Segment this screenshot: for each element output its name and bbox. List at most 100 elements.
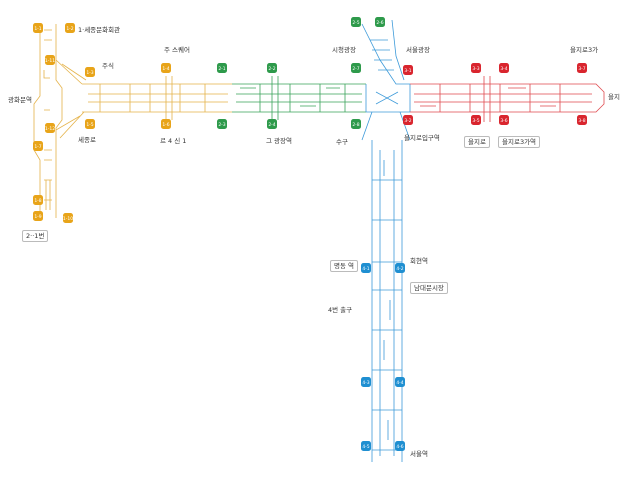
green-corridor (232, 76, 366, 120)
exit-marker-label: 1-8 (34, 198, 41, 204)
exit-marker-label: 4-1 (362, 266, 369, 272)
exit-marker-badge (403, 115, 413, 125)
exit-marker-red[interactable]: 3-1 (403, 65, 413, 75)
label-east-top: 을지로3가 (570, 46, 599, 54)
exit-marker-label: 2-5 (352, 20, 359, 26)
red-corridor (410, 76, 605, 122)
label-mid-bottom-yellow: 르 4 신 1 (160, 137, 187, 145)
exit-marker-green[interactable]: 2-1 (217, 63, 227, 73)
exit-marker-label: 4-2 (396, 266, 403, 272)
label-south-right-1: 회현역 (410, 257, 428, 265)
label-south-bottom: 서울역 (410, 450, 428, 458)
label-east-right: 을지 (608, 93, 620, 101)
exit-marker-yellow[interactable]: 1-1 (33, 23, 43, 33)
exit-marker-label: 2-8 (352, 122, 359, 128)
exit-marker-yellow[interactable]: 1-3 (85, 67, 95, 77)
exit-marker-badge (85, 119, 95, 129)
exit-marker-yellow[interactable]: 1-11 (45, 55, 55, 65)
exit-marker-badge (403, 65, 413, 75)
exit-marker-label: 3-2 (404, 118, 411, 124)
exit-marker-label: 2-3 (218, 122, 225, 128)
exit-marker-label: 1-9 (34, 214, 41, 220)
exit-marker-blue[interactable]: 4-1 (361, 263, 371, 273)
exit-marker-badge (161, 63, 171, 73)
exit-marker-label: 3-4 (500, 66, 507, 72)
exit-marker-green[interactable]: 2-8 (351, 119, 361, 129)
exit-marker-blue[interactable]: 4-5 (361, 441, 371, 451)
exit-marker-badge (577, 115, 587, 125)
exit-marker-green[interactable]: 2-2 (267, 63, 277, 73)
exit-marker-blue[interactable]: 4-2 (395, 263, 405, 273)
exit-marker-badge (351, 119, 361, 129)
exit-marker-label: 4-6 (396, 444, 403, 450)
exit-marker-red[interactable]: 3-5 (471, 115, 481, 125)
exit-marker-label: 1-12 (45, 126, 55, 132)
exit-marker-badge (577, 63, 587, 73)
exit-marker-yellow[interactable]: 1-6 (161, 119, 171, 129)
label-south-left-2: 4번 출구 (328, 306, 353, 314)
exit-marker-badge (471, 63, 481, 73)
yellow-corridor (33, 24, 232, 218)
exit-marker-yellow[interactable]: 1-12 (45, 123, 55, 133)
exit-marker-yellow[interactable]: 1-10 (63, 213, 73, 223)
exit-marker-red[interactable]: 3-4 (499, 63, 509, 73)
exit-marker-label: 1-1 (34, 26, 41, 32)
exit-marker-label: 3-3 (472, 66, 479, 72)
exit-marker-yellow[interactable]: 1-2 (65, 23, 75, 33)
exit-marker-yellow[interactable]: 1-9 (33, 211, 43, 221)
label-west-side: 광화문역 (8, 96, 32, 104)
exit-marker-badge (217, 63, 227, 73)
exit-marker-green[interactable]: 2-5 (351, 17, 361, 27)
exit-marker-label: 3-1 (404, 68, 411, 74)
exit-marker-badge (361, 263, 371, 273)
exit-marker-badge (161, 119, 171, 129)
exit-marker-badge (361, 377, 371, 387)
exit-marker-label: 3-8 (578, 118, 585, 124)
exit-marker-label: 3-5 (472, 118, 479, 124)
exit-marker-blue[interactable]: 4-3 (361, 377, 371, 387)
label-mid-top-yellow: 주식 (102, 62, 114, 70)
exit-marker-blue[interactable]: 4-6 (395, 441, 405, 451)
exit-marker-badge (33, 211, 43, 221)
exit-marker-yellow[interactable]: 1-8 (33, 195, 43, 205)
exit-marker-label: 1-7 (34, 144, 41, 150)
exit-marker-green[interactable]: 2-3 (217, 119, 227, 129)
label-east-bottom-2: 을지로3가역 (498, 136, 541, 148)
exit-marker-red[interactable]: 3-2 (403, 115, 413, 125)
exit-marker-badge (33, 195, 43, 205)
exit-marker-yellow[interactable]: 1-5 (85, 119, 95, 129)
blue-corridor (371, 140, 403, 462)
label-mid-bottom-green: 그 광장역 (266, 137, 292, 145)
exit-marker-green[interactable]: 2-7 (351, 63, 361, 73)
central-hub (361, 19, 411, 141)
exit-marker-label: 3-6 (500, 118, 507, 124)
exit-marker-label: 1-11 (45, 58, 55, 64)
label-west-top: 1·세종문화회관 (78, 26, 121, 34)
exit-marker-badge (375, 17, 385, 27)
exit-marker-badge (395, 441, 405, 451)
exit-marker-blue[interactable]: 4-4 (395, 377, 405, 387)
exit-marker-red[interactable]: 3-3 (471, 63, 481, 73)
exit-marker-yellow[interactable]: 1-7 (33, 141, 43, 151)
exit-marker-badge (217, 119, 227, 129)
exit-marker-badge (85, 67, 95, 77)
label-center-bottom: 수구 (336, 138, 348, 146)
exit-marker-label: 1-5 (86, 122, 93, 128)
exit-marker-label: 4-5 (362, 444, 369, 450)
label-mid-top-green: 주 스퀘어 (164, 46, 190, 54)
exit-marker-label: 3-7 (578, 66, 585, 72)
exit-marker-red[interactable]: 3-6 (499, 115, 509, 125)
exit-marker-badge (351, 17, 361, 27)
exit-marker-badge (499, 63, 509, 73)
exit-marker-green[interactable]: 2-4 (267, 119, 277, 129)
exit-marker-red[interactable]: 3-8 (577, 115, 587, 125)
exit-marker-badge (63, 213, 73, 223)
exit-marker-badge (499, 115, 509, 125)
exit-markers: 1-1 1-2 1-3 1-4 1-5 1-6 1-7 1-8 1-9 1-10 1-11 1-12 2… (33, 17, 587, 451)
exit-marker-label: 2-1 (218, 66, 225, 72)
exit-marker-green[interactable]: 2-6 (375, 17, 385, 27)
exit-marker-label: 1-4 (162, 66, 169, 72)
exit-marker-yellow[interactable]: 1-4 (161, 63, 171, 73)
exit-marker-red[interactable]: 3-7 (577, 63, 587, 73)
label-south-right-2: 남대문시장 (410, 282, 448, 294)
